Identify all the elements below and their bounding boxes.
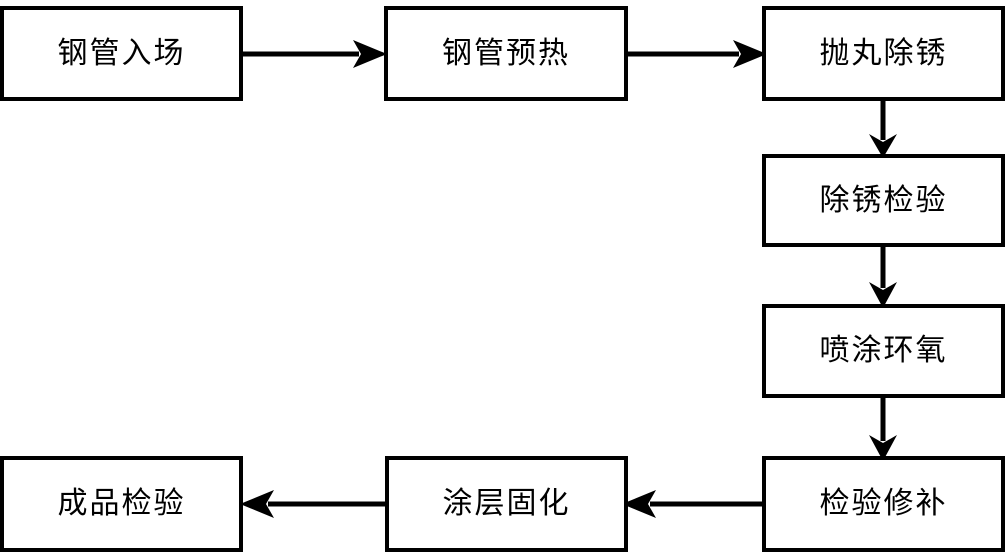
flow-node-steel-pipe-entry[interactable]: 钢管入场 xyxy=(0,6,243,101)
edge-arrow-right-n1-n2 xyxy=(239,38,389,70)
flow-node-coating-curing[interactable]: 涂层固化 xyxy=(385,456,628,552)
flow-node-label: 钢管入场 xyxy=(57,35,186,71)
flow-node-label: 涂层固化 xyxy=(442,486,571,521)
flow-node-inspection-repair[interactable]: 检验修补 xyxy=(762,456,1005,552)
flow-node-finished-product-inspection[interactable]: 成品检验 xyxy=(0,456,243,552)
edge-arrow-left-n7-n8 xyxy=(236,488,391,520)
edge-arrow-down-n4-n5 xyxy=(867,242,899,310)
edge-arrow-down-n5-n6 xyxy=(867,393,899,463)
flow-node-shot-blasting-derusting[interactable]: 抛丸除锈 xyxy=(762,6,1005,101)
flow-node-label: 喷涂环氧 xyxy=(819,333,948,368)
flow-node-label: 钢管预热 xyxy=(442,35,570,71)
flow-node-label: 除锈检验 xyxy=(819,182,948,218)
flow-node-label: 成品检验 xyxy=(57,486,186,521)
edge-arrow-left-n6-n7 xyxy=(620,488,770,520)
flow-node-label: 检验修补 xyxy=(819,486,948,521)
flow-node-label: 抛丸除锈 xyxy=(819,35,948,71)
flow-node-derusting-inspection[interactable]: 除锈检验 xyxy=(762,154,1005,247)
flow-node-epoxy-spraying[interactable]: 喷涂环氧 xyxy=(762,304,1005,398)
flow-node-steel-pipe-preheat[interactable]: 钢管预热 xyxy=(384,6,628,101)
edge-arrow-down-n3-n4 xyxy=(867,96,899,160)
edge-arrow-right-n2-n3 xyxy=(624,38,769,70)
